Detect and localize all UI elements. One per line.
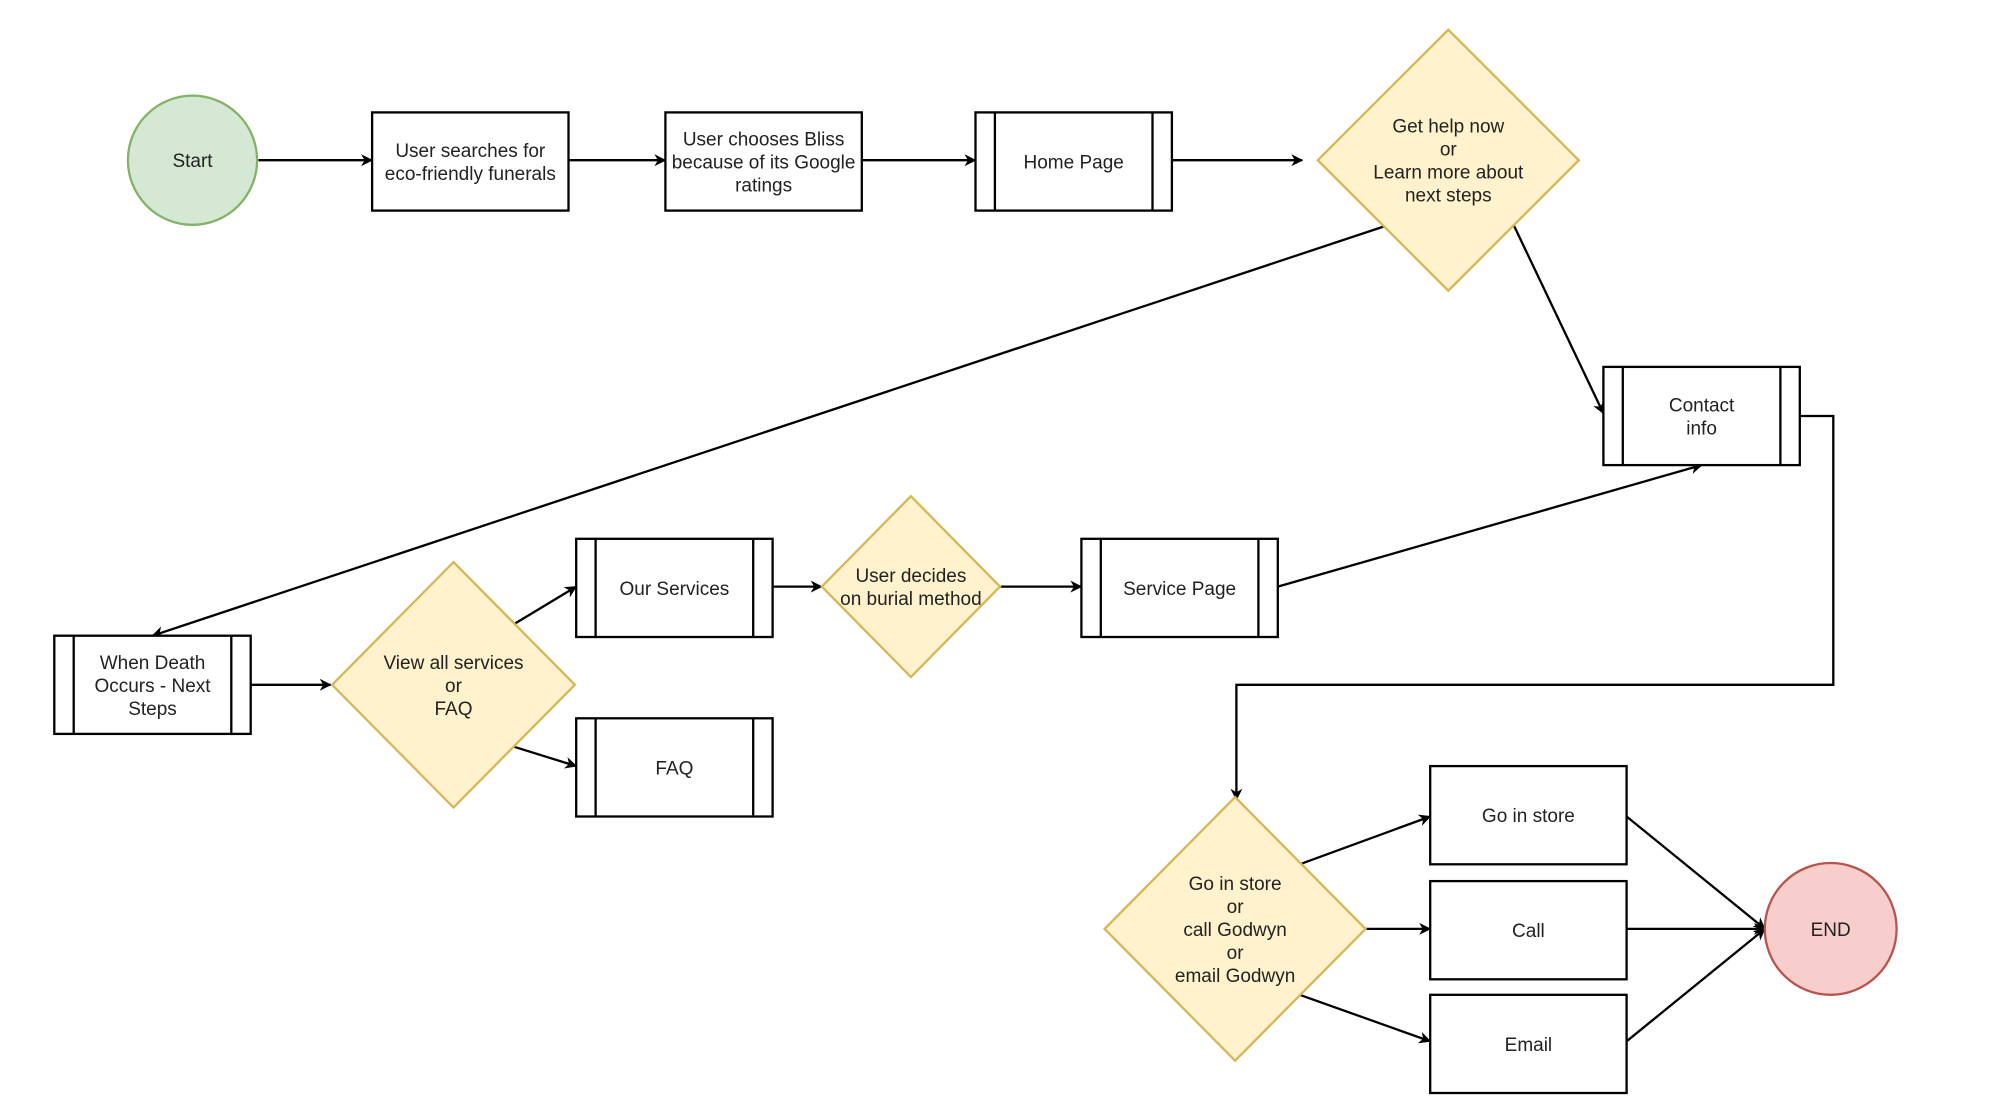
faq-label: FAQ [655,758,693,779]
goin-label-line: Go in store [1189,874,1282,895]
death-label-line: Occurs - Next [94,676,211,697]
node-servicepage[interactable]: Service Page [1080,537,1279,639]
contact-label-line: info [1686,419,1717,440]
edge-goin-to-store [1299,814,1432,866]
faq-box-shape [575,717,774,818]
help-label-line: or [1440,140,1458,161]
end-label-line: END [1811,920,1851,941]
services-label: Our Services [619,579,729,600]
edge-view-to-faq [513,745,578,769]
edges-layer [151,154,1835,1044]
store-label: Go in store [1482,806,1575,827]
goin-label-line: call Godwyn [1183,920,1287,941]
node-call[interactable]: Call [1429,879,1628,981]
edge-contact-to-goin [1230,414,1835,801]
contact-label-line: Contact [1669,396,1735,417]
node-email[interactable]: Email [1429,993,1628,1095]
faq-label-line: FAQ [655,758,693,779]
services-box-shape [575,537,774,639]
call-label-line: Call [1512,921,1545,942]
services-label-line: Our Services [619,579,729,600]
node-faq[interactable]: FAQ [575,717,774,818]
store-box-shape [1429,764,1628,866]
goin-label-line: email Godwyn [1175,966,1295,987]
goin-label-line: or [1227,943,1245,964]
help-diamond-shape [1316,28,1581,293]
contact-box-shape [1602,365,1801,467]
email-label-line: Email [1505,1035,1553,1056]
search-label-line: eco-friendly funerals [385,164,556,185]
end-label: END [1811,920,1851,941]
node-start[interactable]: Start [126,94,259,226]
help-label-line: Get help now [1392,117,1504,138]
servicepage-box-shape [1080,537,1279,639]
servicepage-label: Service Page [1123,579,1236,600]
store-label-line: Go in store [1482,806,1575,827]
edge-help-to-death [151,225,1386,638]
home-label: Home Page [1024,153,1124,174]
edge-goin-to-email [1299,993,1432,1044]
death-box-shape [53,634,252,736]
start-label-line: Start [172,151,213,172]
edge-view-to-services [513,585,578,625]
node-end[interactable]: END [1763,861,1898,996]
search-label-line: User searches for [395,141,546,162]
search-box-shape [370,111,570,212]
decide-label-line: User decides [855,566,966,587]
home-label-line: Home Page [1024,153,1124,174]
decide-diamond-shape [820,494,1002,679]
node-home[interactable]: Home Page [974,111,1174,212]
home-box-shape [974,111,1174,212]
help-label-line: next steps [1405,186,1492,207]
start-circle-shape [126,94,259,226]
help-label-line: Learn more about [1373,163,1524,184]
email-label: Email [1505,1035,1553,1056]
goin-label-line: or [1227,897,1245,918]
choose-box-shape [664,111,863,212]
edge-store-to-end [1625,815,1766,930]
death-label-line: When Death [100,653,206,674]
view-diamond-shape [330,560,577,810]
choose-label-line: because of its Google [672,153,856,174]
edge-email-to-end [1625,928,1766,1043]
email-box-shape [1429,993,1628,1095]
call-box-shape [1429,879,1628,981]
death-label-line: Steps [128,699,177,720]
choose-label-line: User chooses Bliss [683,130,845,151]
edge-help-to-contact [1513,225,1605,415]
node-services[interactable]: Our Services [575,537,774,639]
decide-label-line: on burial method [840,589,982,610]
servicepage-label-line: Service Page [1123,579,1236,600]
end-circle-shape [1763,861,1898,996]
view-label-line: FAQ [434,699,472,720]
choose-label-line: ratings [735,176,792,197]
edge-servicepage-to-contact [1277,462,1703,588]
view-label-line: View all services [383,653,523,674]
view-label-line: or [445,676,463,697]
call-label: Call [1512,921,1545,942]
node-store[interactable]: Go in store [1429,764,1628,866]
start-label: Start [172,151,213,172]
goin-diamond-shape [1102,795,1368,1063]
